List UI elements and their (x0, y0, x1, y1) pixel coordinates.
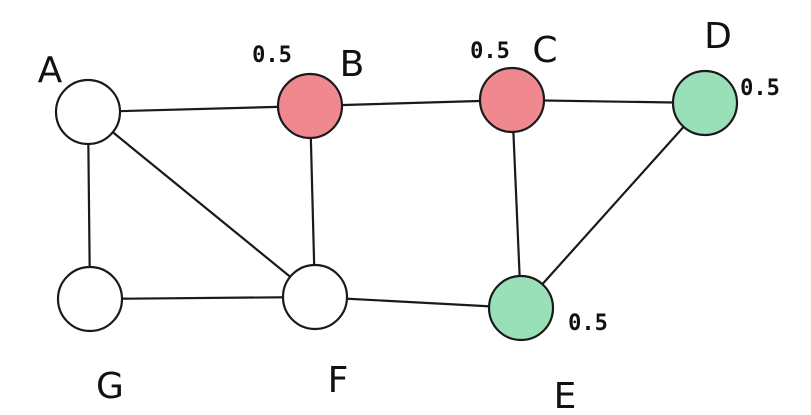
node-b (276, 72, 344, 140)
node-label-c: C (532, 30, 557, 71)
edges-layer (86, 98, 707, 310)
edge-a-f (86, 110, 317, 299)
weight-label-e: 0.5 (568, 311, 608, 336)
weight-label-d: 0.5 (740, 76, 780, 101)
node-f (281, 263, 349, 331)
node-label-b: B (340, 44, 365, 85)
node-label-f: F (328, 360, 349, 401)
node-label-g: G (96, 366, 124, 407)
edge-c-e (510, 98, 523, 310)
node-c (478, 66, 546, 134)
edge-f-e (313, 295, 523, 310)
weight-label-b: 0.5 (252, 43, 292, 68)
edge-a-b (86, 104, 312, 114)
edge-b-c (308, 98, 514, 108)
node-d (671, 69, 739, 137)
node-label-a: A (38, 50, 63, 91)
node-label-d: D (704, 16, 732, 57)
edge-g-f (88, 295, 317, 301)
edge-d-e (519, 101, 707, 310)
nodes-layer (54, 66, 739, 342)
node-e (487, 274, 555, 342)
node-a (54, 78, 122, 146)
node-g (56, 265, 124, 333)
weight-label-c: 0.5 (470, 39, 510, 64)
node-label-e: E (554, 376, 577, 415)
labels-layer: A B 0.5 C 0.5 D 0.5E 0.5F G (38, 16, 780, 415)
